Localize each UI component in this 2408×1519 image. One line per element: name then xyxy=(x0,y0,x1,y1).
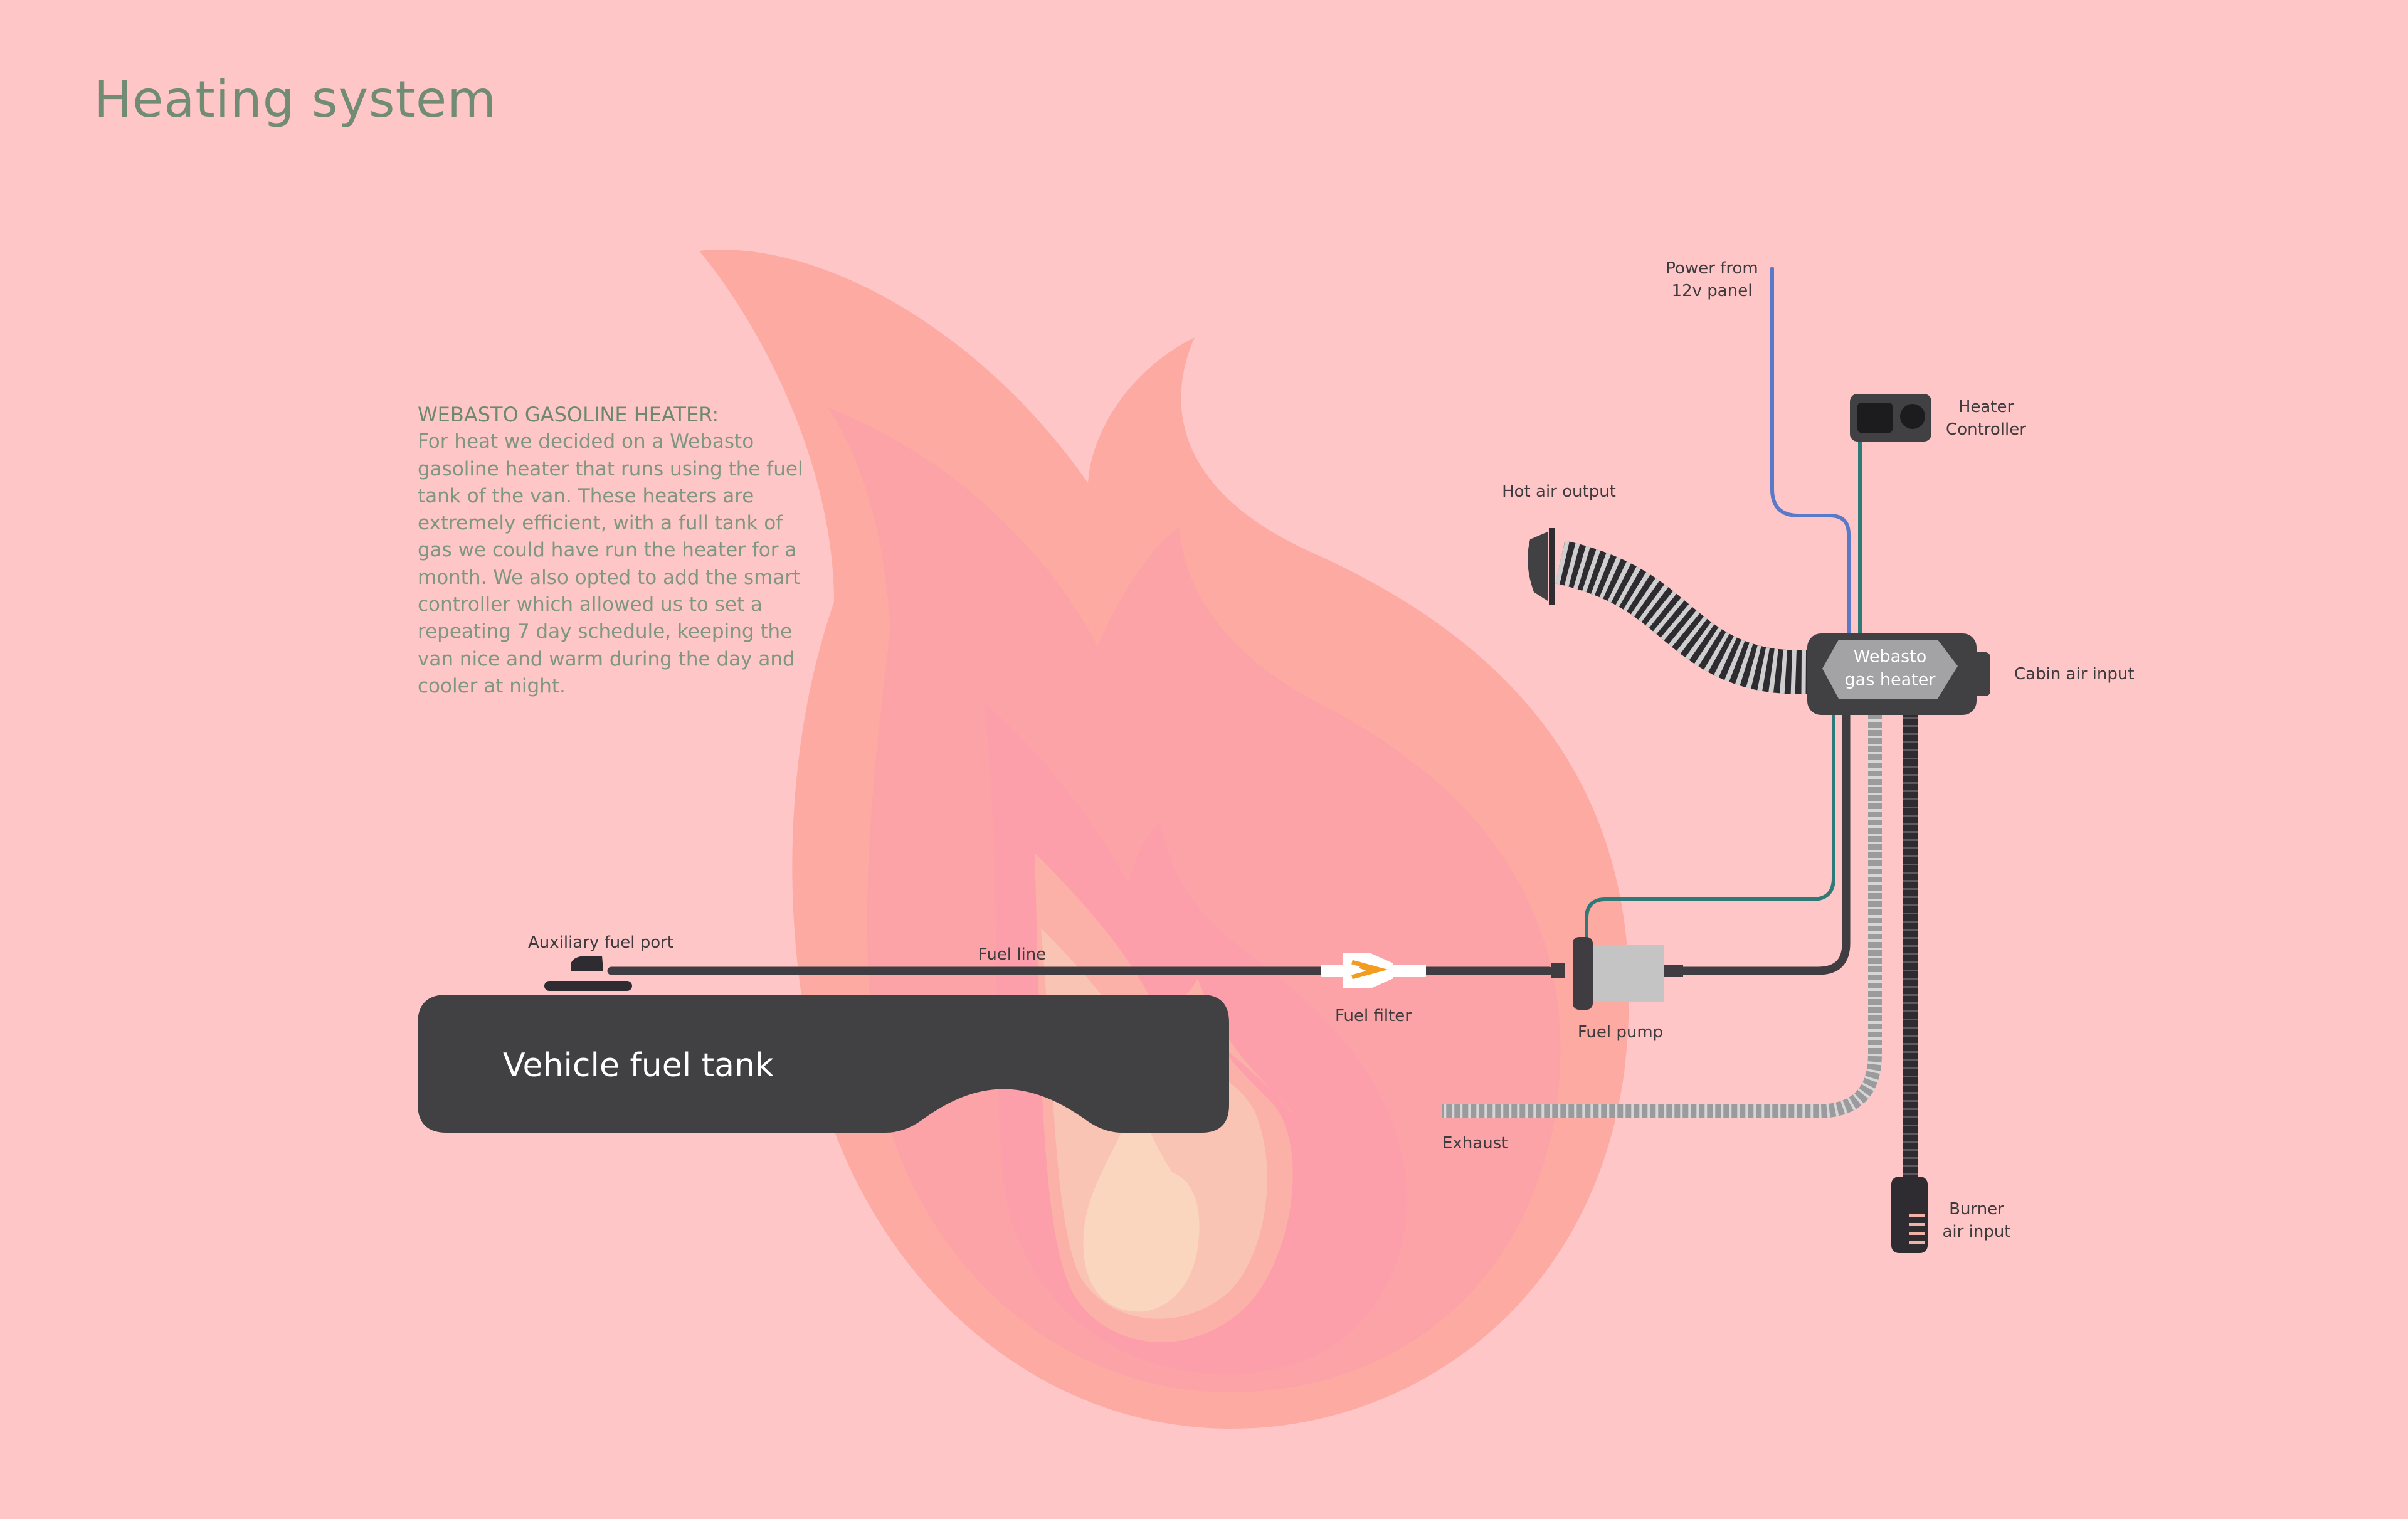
fuel-pump-label: Fuel pump xyxy=(1578,1023,1663,1042)
hot-air-duct-ribs xyxy=(1555,540,1809,694)
fuel-line-label: Fuel line xyxy=(978,945,1046,964)
auxiliary-fuel-port-label: Auxiliary fuel port xyxy=(528,933,673,952)
fuel-pump xyxy=(1551,937,1683,1010)
exhaust-label: Exhaust xyxy=(1442,1134,1508,1153)
heater-label-line1: Webasto xyxy=(1854,647,1927,667)
heater-controller xyxy=(1850,394,1931,442)
power-wire xyxy=(1770,267,1851,648)
flame-layer-2 xyxy=(828,408,1561,1392)
exhaust-pipe-ribs xyxy=(1442,711,1882,1118)
hot-air-duct xyxy=(1555,540,1809,694)
exhaust-pipe xyxy=(1442,711,1882,1118)
flame-layer-5 xyxy=(1041,928,1267,1319)
controller-label-line2: Controller xyxy=(1946,420,2026,439)
hot-air-output-label: Hot air output xyxy=(1502,482,1616,501)
burner-label-line2: air input xyxy=(1943,1222,2011,1241)
description-body: For heat we decided on a Webasto gasolin… xyxy=(418,430,803,697)
auxiliary-fuel-port xyxy=(544,956,632,991)
webasto-heater: Webasto gas heater xyxy=(1807,633,1990,715)
fuel-filter xyxy=(1321,953,1426,988)
flame-layer-3 xyxy=(985,702,1407,1374)
cabin-air-input-label: Cabin air input xyxy=(2014,665,2135,684)
description-heading: WEBASTO GASOLINE HEATER: xyxy=(418,403,719,426)
flame-core xyxy=(1083,1098,1200,1312)
burner-air-input xyxy=(1891,1177,1928,1253)
pump-control-wire xyxy=(1585,707,1835,943)
flame-layer-4 xyxy=(1035,853,1299,1343)
power-label-line2: 12v panel xyxy=(1672,282,1753,300)
flame-outer xyxy=(699,250,1629,1429)
vehicle-fuel-tank-label: Vehicle fuel tank xyxy=(503,1047,774,1084)
vehicle-fuel-tank: Vehicle fuel tank xyxy=(418,995,1229,1133)
heater-label-line2: gas heater xyxy=(1845,670,1936,690)
hot-air-outlet xyxy=(1528,528,1555,605)
flame-illustration xyxy=(699,250,1629,1429)
power-label-line1: Power from xyxy=(1666,259,1758,278)
fuel-line-to-heater xyxy=(1664,698,1851,975)
controller-label-line1: Heater xyxy=(1958,398,2014,416)
burner-label-line1: Burner xyxy=(1949,1200,2004,1219)
fuel-filter-label: Fuel filter xyxy=(1335,1007,1412,1025)
description-block: WEBASTO GASOLINE HEATER: For heat we dec… xyxy=(418,401,806,700)
page-title: Heating system xyxy=(94,70,497,129)
